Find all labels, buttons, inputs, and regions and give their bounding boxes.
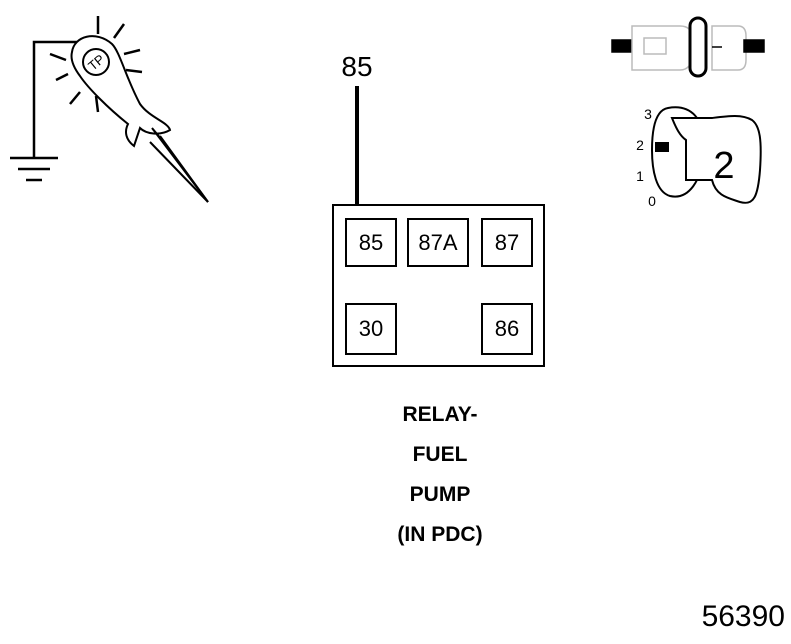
arrow-label: 85 [341,51,372,82]
relay-pin-87: 87 [481,218,533,267]
probe-arrow [349,86,365,222]
ground-symbol-icon [10,40,80,182]
relay-caption-line-1: RELAY- [402,403,478,426]
test-light-probe-icon: TP [49,16,209,203]
figure-number: 56390 [701,600,785,633]
ignition-key-label: 2 [713,145,734,187]
ignition-position-0: 0 [648,193,656,209]
ignition-key-icon: 3 2 1 0 2 [636,106,762,209]
relay-caption-line-3: PUMP [409,483,471,506]
ignition-position-1: 1 [636,168,644,184]
relay-caption-line-4: (IN PDC) [397,523,483,546]
relay-pin-87a: 87A [407,218,469,267]
pin-label: 85 [359,230,383,255]
relay-pin-85: 85 [345,218,397,267]
relay-caption-line-2: FUEL [412,443,468,466]
pin-label: 87A [418,230,457,255]
ignition-position-3: 3 [644,106,652,122]
ignition-position-2: 2 [636,137,644,153]
pin-label: 30 [359,316,383,341]
disconnected-connector-icon [611,16,765,78]
pin-label: 87 [495,230,519,255]
relay-pin-86: 86 [481,303,533,355]
relay-pin-30: 30 [345,303,397,355]
pin-label: 86 [495,316,519,341]
